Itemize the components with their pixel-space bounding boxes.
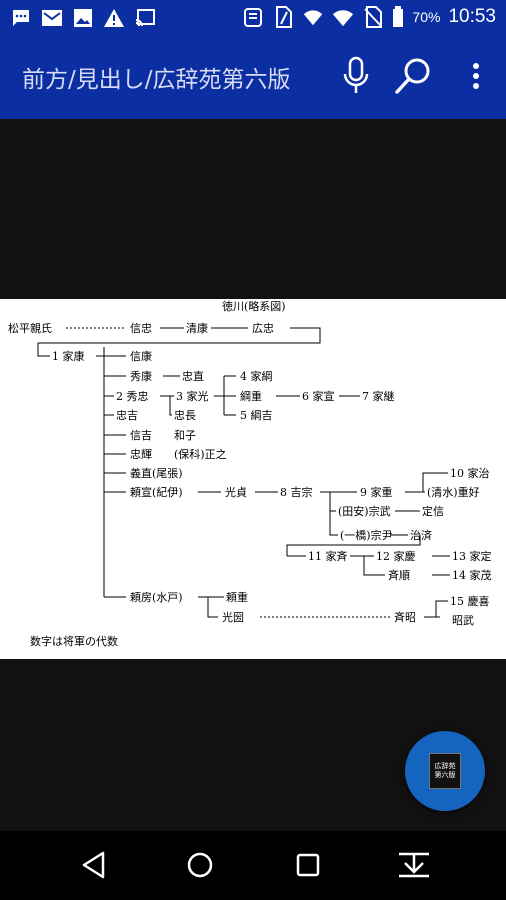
tree-node: 5 綱吉 [240, 408, 273, 422]
navigation-bar [0, 831, 506, 900]
tree-node: 治済 [410, 528, 432, 542]
tree-node: 頼重 [226, 590, 248, 604]
voice-search-button[interactable] [334, 54, 378, 98]
dictionary-fab-button[interactable]: 広辞苑 第六版 [405, 731, 485, 811]
home-button[interactable] [178, 843, 222, 887]
recents-button[interactable] [286, 843, 330, 887]
image-icon [72, 6, 94, 30]
back-button[interactable] [72, 843, 116, 887]
tree-node: 光貞 [225, 485, 247, 499]
search-button[interactable] [391, 54, 435, 98]
tree-node: 10 家治 [450, 466, 490, 480]
tree-node: 斉順 [388, 568, 410, 582]
tree-node: 秀康 [130, 369, 152, 383]
tree-node: 12 家慶 [376, 549, 416, 563]
more-vert-icon [473, 63, 479, 89]
gmail-icon [41, 6, 63, 30]
tree-node: 4 家綱 [240, 369, 273, 383]
tree-lines [37, 327, 450, 618]
wifi-signal-icon [302, 5, 324, 29]
tree-node: 定信 [422, 504, 444, 518]
fab-label-1: 広辞苑 [434, 762, 456, 770]
tree-node: 9 家重 [360, 485, 393, 499]
warning-icon [103, 6, 125, 30]
tree-node: 広忠 [252, 322, 274, 335]
status-bar: 70% 10:53 [0, 0, 506, 38]
recents-icon [296, 853, 320, 877]
system-status-icons: 70% 10:53 [242, 5, 496, 29]
no-sim-icon [362, 5, 384, 29]
battery-icon [392, 5, 404, 29]
tree-node: 信康 [130, 349, 152, 363]
tree-node: 光圀 [222, 610, 244, 624]
tree-node: 頼房(水戸) [130, 591, 183, 604]
download-button[interactable] [392, 843, 436, 887]
figure-title: 徳川(略系図) [222, 299, 286, 313]
tree-node: 忠輝 [130, 448, 152, 461]
figure-note: 数字は将軍の代数 [30, 634, 118, 648]
tree-node: (保科)正之 [174, 447, 227, 461]
tree-node: 3 家光 [176, 389, 209, 403]
tree-node: 清康 [186, 321, 208, 335]
tree-node: 2 秀忠 [116, 390, 149, 403]
microphone-icon [343, 56, 369, 93]
overflow-menu-button[interactable] [454, 54, 498, 98]
wifi-icon [332, 5, 354, 29]
page-title: 前方/見出し/広辞苑第六版 [22, 67, 291, 93]
home-icon [187, 852, 213, 878]
tree-node: 和子 [174, 429, 196, 442]
tree-node: 信忠 [130, 322, 152, 335]
tree-node: 昭武 [452, 614, 474, 627]
sim-icon [272, 5, 294, 29]
tree-node: 忠長 [174, 409, 196, 422]
tree-node: 14 家茂 [452, 568, 492, 582]
search-icon [395, 58, 430, 94]
clock: 10:53 [448, 6, 496, 27]
tree-node: 綱重 [240, 389, 262, 403]
tree-node: 7 家継 [362, 389, 395, 403]
cast-icon [134, 6, 156, 30]
app-bar: 前方/見出し/広辞苑第六版 [0, 38, 506, 119]
battery-percent: 70% [412, 9, 441, 25]
tree-node: 斉昭 [394, 610, 416, 624]
back-icon [82, 851, 105, 879]
tree-node: 松平親氏 [8, 321, 52, 335]
tree-node: 忠直 [182, 369, 204, 383]
tree-node: 13 家定 [452, 549, 492, 563]
tree-node: 信吉 [130, 429, 152, 442]
nfc-icon [242, 5, 264, 29]
tree-node: 6 家宣 [302, 389, 335, 403]
fab-label-2: 第六版 [434, 771, 456, 779]
tree-node: 忠吉 [116, 409, 138, 422]
download-icon [399, 852, 429, 878]
tree-node: 1 家康 [52, 349, 85, 363]
tree-node: 義直(尾張) [130, 466, 183, 480]
tree-node: 11 家斉 [308, 549, 348, 563]
content-area[interactable]: 徳川(略系図) 松平親氏 信 [0, 119, 506, 831]
tree-node: 頼宣(紀伊) [130, 485, 183, 499]
tree-node: (田安)宗武 [338, 504, 391, 518]
tree-node: (一橋)宗尹 [340, 528, 393, 542]
notification-icons [10, 6, 156, 30]
tree-node: 8 吉宗 [280, 485, 313, 499]
tree-node: 15 慶喜 [450, 594, 490, 608]
genealogy-figure[interactable]: 徳川(略系図) 松平親氏 信 [0, 299, 506, 659]
book-icon: 広辞苑 第六版 [429, 753, 461, 789]
chat-icon [10, 6, 32, 30]
tree-node: (清水)重好 [427, 485, 480, 499]
